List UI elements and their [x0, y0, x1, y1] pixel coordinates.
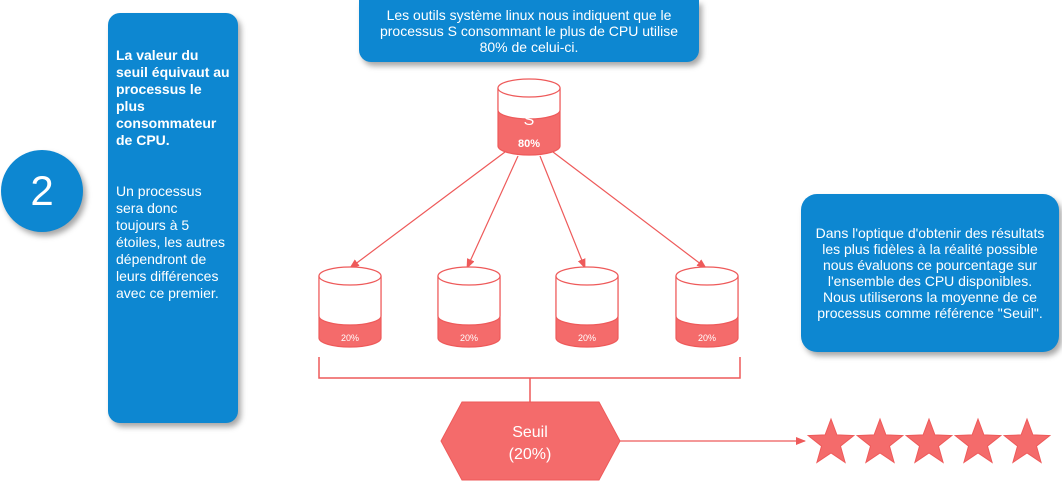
threshold-definition-text: La valeur du seuil équivaut au processus… [116, 47, 230, 148]
star-icon [904, 417, 954, 464]
threshold-explanation-panel: La valeur du seuil équivaut au processus… [108, 13, 238, 423]
distribution-arrows [349, 151, 707, 269]
cpu-cylinder-3: 20% [555, 266, 619, 348]
main-process-cylinder: S 80% [497, 78, 561, 156]
star-icon [1002, 417, 1052, 464]
star-icon [953, 417, 1003, 464]
star-icon [806, 417, 856, 464]
cpu-cylinder-2: 20% [437, 266, 501, 348]
cpu-1-percent: 20% [341, 333, 359, 343]
step-number-badge: 2 [1, 150, 83, 232]
linux-tools-callout-text: Les outils système linux nous indiquent … [379, 7, 679, 55]
five-star-explanation-text: Un processus sera donc toujours à 5 étoi… [116, 183, 225, 301]
cpu-average-callout: Dans l'optique d'obtenir des résultats l… [801, 194, 1059, 352]
aggregation-bracket [318, 357, 741, 402]
threshold-label: Seuil [512, 424, 548, 441]
cpu-cylinder-1: 20% [318, 266, 382, 348]
arrow-to-cpu-4 [552, 151, 707, 269]
arrow-to-cpu-2 [466, 155, 519, 269]
cpu-2-percent: 20% [460, 333, 478, 343]
five-star-rating [806, 417, 1052, 464]
threshold-value: (20%) [509, 446, 552, 463]
main-process-percent: 80% [518, 138, 540, 150]
cpu-cylinder-4: 20% [675, 266, 739, 348]
main-process-name: S [524, 112, 535, 129]
cpu-average-callout-text: Dans l'optique d'obtenir des résultats l… [815, 225, 1045, 321]
threshold-hexagon: Seuil (20%) [440, 401, 621, 481]
arrow-to-cpu-3 [539, 155, 586, 269]
star-icon [855, 417, 905, 464]
linux-tools-callout: Les outils système linux nous indiquent … [359, 0, 699, 62]
cpu-3-percent: 20% [578, 333, 596, 343]
arrow-to-cpu-1 [349, 151, 506, 269]
cpu-4-percent: 20% [698, 333, 716, 343]
step-number: 2 [30, 167, 54, 214]
